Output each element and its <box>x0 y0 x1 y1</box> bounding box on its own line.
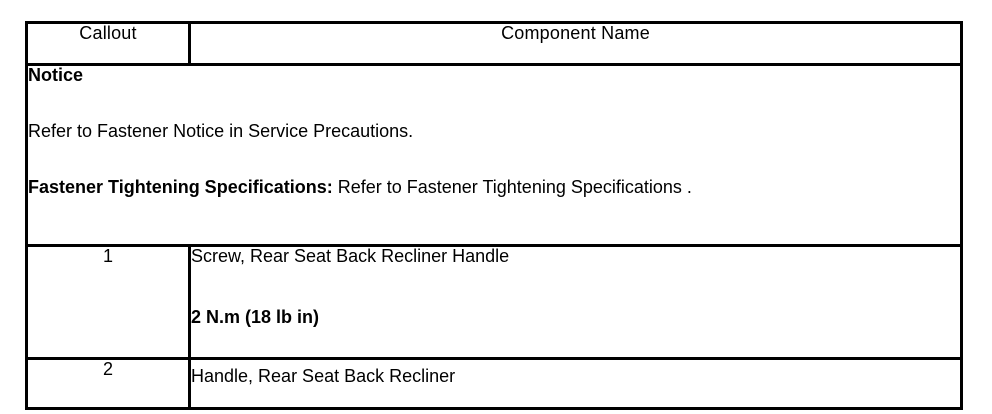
table-row: 1 Screw, Rear Seat Back Recliner Handle … <box>25 244 963 360</box>
notice-spacer-1 <box>28 88 960 122</box>
table-row-notice: Notice Refer to Fastener Notice in Servi… <box>25 63 963 247</box>
table-header: Callout Component Name <box>25 21 963 66</box>
callout-number: 2 <box>25 357 191 410</box>
torque-spec: 2 N.m (18 lb in) <box>191 307 320 327</box>
column-header-callout: Callout <box>25 21 191 66</box>
notice-spec-line: Fastener Tightening Specifications: Refe… <box>28 178 960 200</box>
component-name-cell: Screw, Rear Seat Back Recliner Handle 2 … <box>188 244 963 360</box>
component-spacer <box>191 269 960 308</box>
table-row: 2 Handle, Rear Seat Back Recliner <box>25 357 963 410</box>
notice-spec-text: Refer to Fastener Tightening Specificati… <box>332 177 692 197</box>
table-header-row: Callout Component Name <box>25 21 963 66</box>
component-callout-table: Callout Component Name Notice Refer to F… <box>25 21 963 410</box>
notice-spec-label: Fastener Tightening Specifications: <box>28 177 333 197</box>
component-name-text: Screw, Rear Seat Back Recliner Handle <box>191 246 510 266</box>
notice-spacer-2 <box>28 144 960 178</box>
component-name-cell: Handle, Rear Seat Back Recliner <box>188 357 963 410</box>
notice-body: Refer to Fastener Notice in Service Prec… <box>28 121 414 141</box>
component-name-text: Handle, Rear Seat Back Recliner <box>191 366 456 386</box>
table-body: Notice Refer to Fastener Notice in Servi… <box>25 63 963 410</box>
callout-number: 1 <box>25 244 191 360</box>
column-header-component-name: Component Name <box>188 21 963 66</box>
notice-title: Notice <box>28 65 84 85</box>
notice-cell: Notice Refer to Fastener Notice in Servi… <box>25 63 963 247</box>
